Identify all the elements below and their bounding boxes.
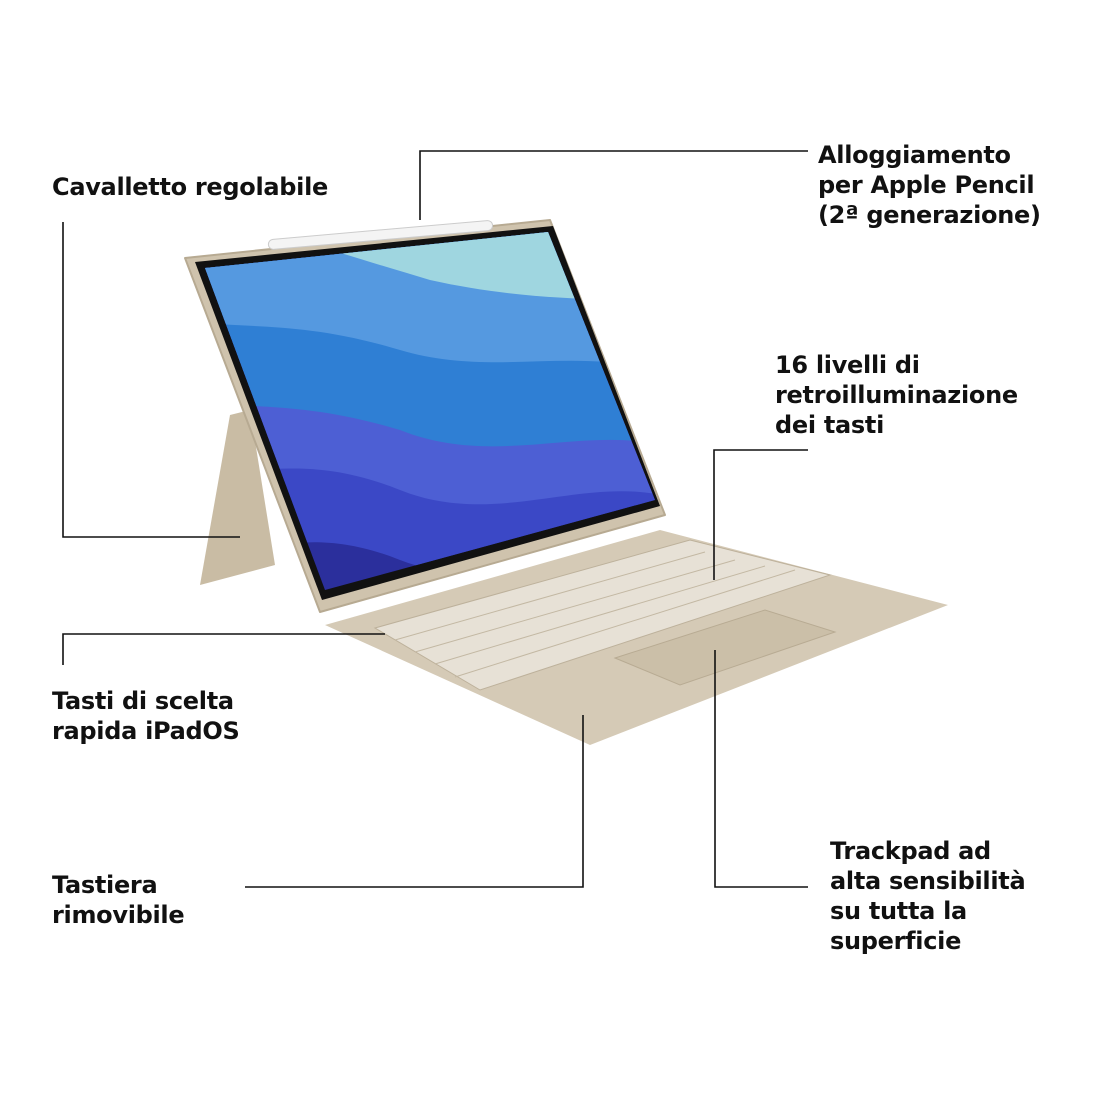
callout-text: 16 livelli di <box>775 351 920 379</box>
callout-backlight: 16 livelli di retroilluminazione dei tas… <box>775 350 1018 440</box>
callout-pencil-holder: Alloggiamento per Apple Pencil (2ª gener… <box>818 140 1041 230</box>
callout-adjustable-stand: Cavalletto regolabile <box>52 172 328 202</box>
trackpad <box>613 609 837 686</box>
callout-text: Tastiera <box>52 871 158 899</box>
callout-text: retroilluminazione <box>775 381 1018 409</box>
callout-text: per Apple Pencil <box>818 171 1035 199</box>
callout-shortcut-keys: Tasti di scelta rapida iPadOS <box>52 686 240 746</box>
apple-pencil <box>267 220 494 250</box>
callout-lines <box>62 150 808 888</box>
callout-trackpad: Trackpad ad alta sensibilità su tutta la… <box>830 836 1026 956</box>
callout-text: (2ª generazione) <box>818 201 1041 229</box>
callout-removable-keyboard: Tastiera rimovibile <box>52 870 185 930</box>
callout-text: rimovibile <box>52 901 185 929</box>
callout-text: superficie <box>830 927 962 955</box>
callout-text: alta sensibilità <box>830 867 1026 895</box>
callout-text: Trackpad ad <box>830 837 991 865</box>
kickstand <box>200 410 275 585</box>
callout-text: su tutta la <box>830 897 967 925</box>
callout-text: dei tasti <box>775 411 884 439</box>
callout-text: Cavalletto regolabile <box>52 173 328 201</box>
callout-text: Alloggiamento <box>818 141 1011 169</box>
callout-text: Tasti di scelta <box>52 687 234 715</box>
callout-text: rapida iPadOS <box>52 717 240 745</box>
keyboard-keys <box>373 539 832 691</box>
